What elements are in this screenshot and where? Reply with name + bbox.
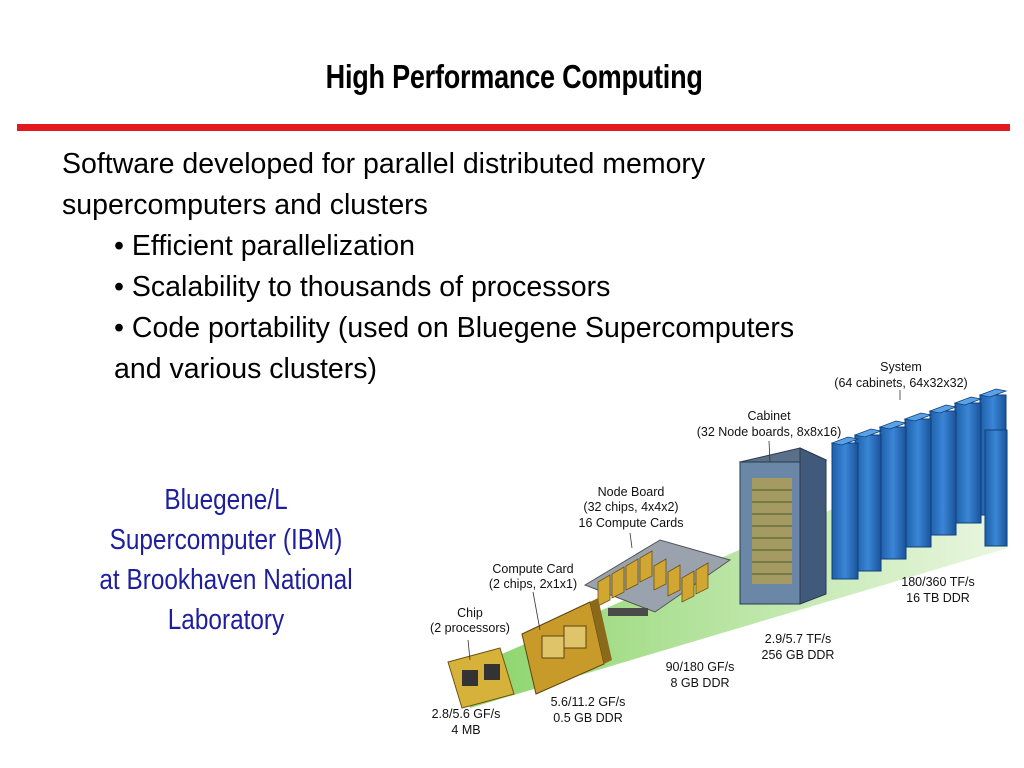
compute-card-graphic <box>521 598 612 695</box>
chip-memory-label: 4 MB <box>451 723 480 737</box>
node-board-extra-label: 16 Compute Cards <box>579 516 684 530</box>
caption-line: at Brookhaven National <box>99 564 353 596</box>
cabinet-detail-label: (32 Node boards, 8x8x16) <box>697 425 842 439</box>
compute-card-detail-label: (2 chips, 2x1x1) <box>489 577 577 591</box>
bullet-icon: • <box>114 312 124 344</box>
bullet-text: Efficient parallelization <box>131 230 415 262</box>
chip-perf-label: 2.8/5.6 GF/s <box>432 707 501 721</box>
bullet-text: Scalability to thousands of processors <box>131 271 611 303</box>
bullet-item: • Scalability to thousands of processors <box>62 267 962 308</box>
title-divider <box>17 124 1010 131</box>
compute-card-memory-label: 0.5 GB DDR <box>553 711 622 725</box>
bullet-text: Code portability (used on Bluegene Super… <box>131 312 795 344</box>
cabinet-perf-label: 2.9/5.7 TF/s <box>765 632 831 646</box>
chip-name-label: Chip <box>457 606 483 620</box>
body-text: Software developed for parallel distribu… <box>62 144 962 390</box>
bullet-item: • Efficient parallelization <box>62 226 962 267</box>
chip-detail-label: (2 processors) <box>430 621 510 635</box>
bullet-item: • Code portability (used on Bluegene Sup… <box>62 308 962 349</box>
system-perf-label: 180/360 TF/s <box>901 575 974 589</box>
slide-title: High Performance Computing <box>325 58 703 95</box>
compute-card-name-label: Compute Card <box>492 562 573 576</box>
bullet-icon: • <box>114 230 124 262</box>
system-memory-label: 16 TB DDR <box>906 591 970 605</box>
cabinet-memory-label: 256 GB DDR <box>762 648 835 662</box>
node-board-detail-label: (32 chips, 4x4x2) <box>583 500 678 514</box>
body-line-1: Software developed for parallel distribu… <box>62 148 706 180</box>
body-line-2: supercomputers and clusters <box>62 189 428 221</box>
node-board-memory-label: 8 GB DDR <box>670 676 729 690</box>
image-caption: Bluegene/L Supercomputer (IBM) at Brookh… <box>62 480 390 640</box>
node-board-perf-label: 90/180 GF/s <box>666 660 735 674</box>
node-board-name-label: Node Board <box>598 485 665 499</box>
caption-line: Bluegene/L <box>164 484 288 516</box>
compute-card-perf-label: 5.6/11.2 GF/s <box>551 695 626 709</box>
system-detail-label: (64 cabinets, 64x32x32) <box>834 376 967 390</box>
node-board-graphic <box>583 539 732 616</box>
bullet-continuation: and various clusters) <box>114 353 377 385</box>
bullet-icon: • <box>114 271 124 303</box>
caption-line: Supercomputer (IBM) <box>109 524 343 556</box>
cabinet-name-label: Cabinet <box>747 409 791 423</box>
system-cabinets-graphic <box>830 388 1008 580</box>
caption-line: Laboratory <box>167 604 285 636</box>
system-name-label: System <box>880 360 922 374</box>
chip-graphic <box>447 647 515 709</box>
cabinet-graphic <box>738 447 828 605</box>
